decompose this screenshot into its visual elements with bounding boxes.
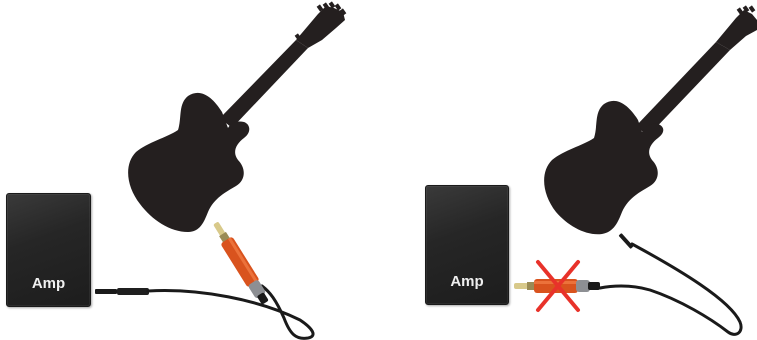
amp-jack (95, 289, 117, 294)
guitar-silhouette (128, 1, 346, 232)
cable-line (600, 244, 741, 334)
guitar-jack (618, 233, 633, 249)
plug-collar (576, 280, 590, 292)
cable-line (148, 286, 313, 338)
cable (600, 233, 741, 334)
guitar-silhouette (544, 5, 757, 234)
guitar-headstock (296, 6, 345, 48)
cable-sleeve (117, 288, 149, 295)
amp-label: Amp (426, 273, 508, 290)
plug-tip (514, 283, 528, 289)
plug-connector (210, 219, 272, 306)
cable (95, 286, 313, 338)
amplifier: Amp (425, 185, 509, 305)
amp-label: Amp (7, 275, 90, 292)
guitar-headstock (716, 10, 757, 50)
amplifier: Amp (6, 193, 91, 307)
scene-correct: Amp (0, 0, 380, 340)
scene-incorrect: Amp (380, 0, 757, 340)
guitar-neck (220, 40, 308, 128)
guitar-neck (636, 42, 730, 136)
